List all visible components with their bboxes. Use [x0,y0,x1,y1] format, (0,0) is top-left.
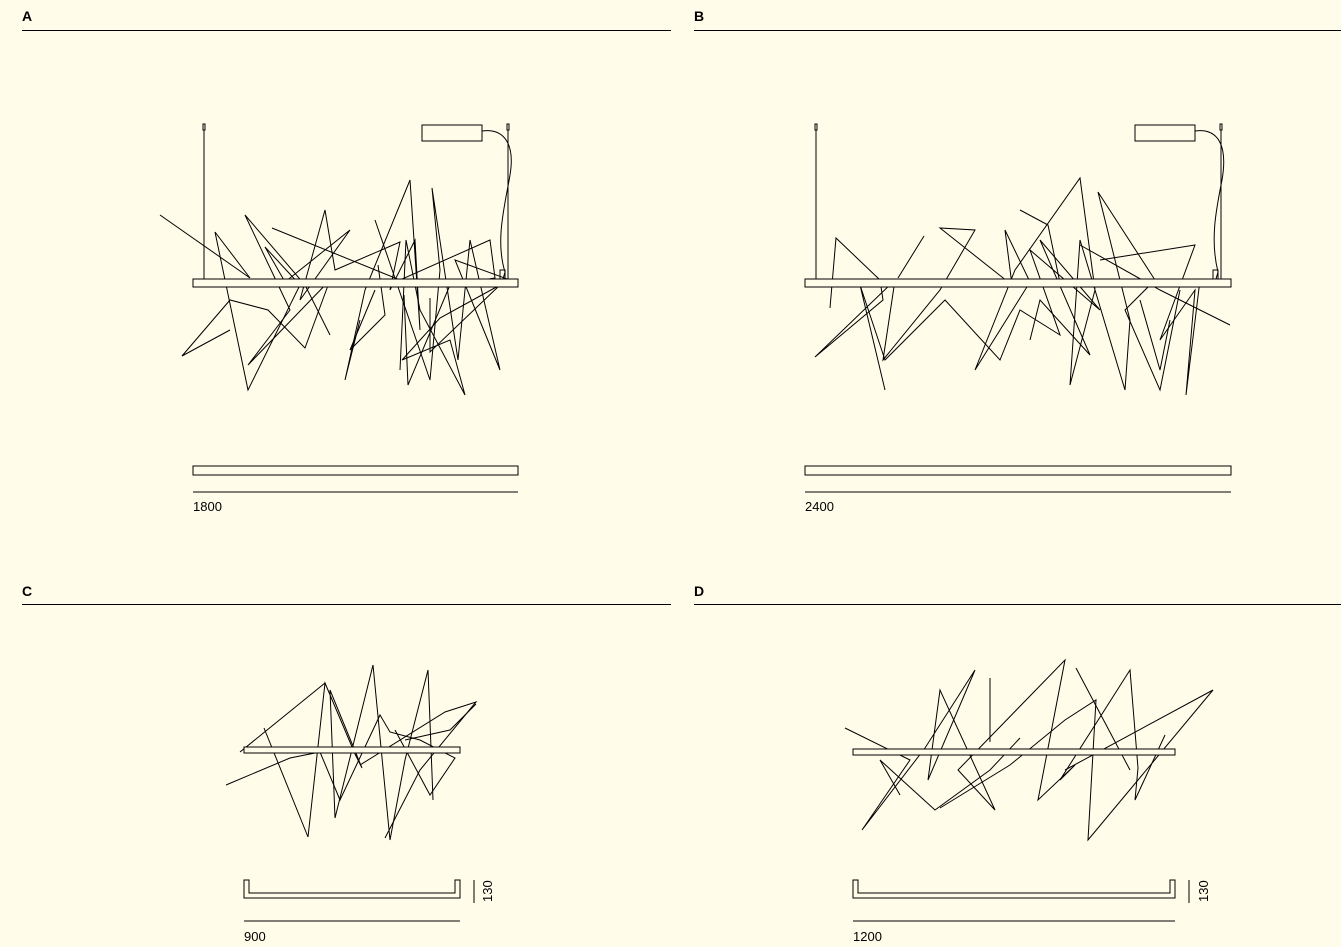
panel-a-header-rule [22,30,671,31]
panel-c-header-rule [22,604,671,605]
power-cord [1194,130,1225,280]
panel-b-label: B [694,8,705,24]
power-cord [481,130,512,280]
panel-c-height-label: 130 [480,880,495,902]
light-bar [804,278,1232,288]
panel-a-width-label: 1800 [193,499,222,514]
sculpture-lines [844,658,1214,842]
plan-view-bar [192,465,519,476]
panel-a-drawing [159,123,519,493]
cable-clip-right [506,123,510,131]
light-bar [243,746,461,754]
side-profile [852,879,1176,899]
panel-c-width-label: 900 [244,929,266,944]
cable-clip-left [814,123,818,131]
sculpture-lines [814,176,1231,396]
cable-clip-right [1219,123,1223,131]
panel-d-header-rule [694,604,1341,605]
light-bar [852,748,1176,756]
panel-b-header-rule [694,30,1341,31]
panel-d-width-label: 1200 [853,929,882,944]
panel-b-width-label: 2400 [805,499,834,514]
plan-view-bar [804,465,1232,476]
panel-a-label: A [22,8,33,24]
panel-c-drawing [225,664,478,922]
panel-b-drawing [804,123,1232,493]
side-profile [243,879,461,899]
cable-clip-left [202,123,206,131]
sculpture-lines [225,664,478,841]
panel-d-label: D [694,583,705,599]
panel-c-label: C [22,583,33,599]
driver-box [421,124,483,142]
driver-box [1134,124,1196,142]
panel-d-drawing [844,658,1214,922]
light-bar [192,278,519,288]
panel-d-height-label: 130 [1196,880,1211,902]
